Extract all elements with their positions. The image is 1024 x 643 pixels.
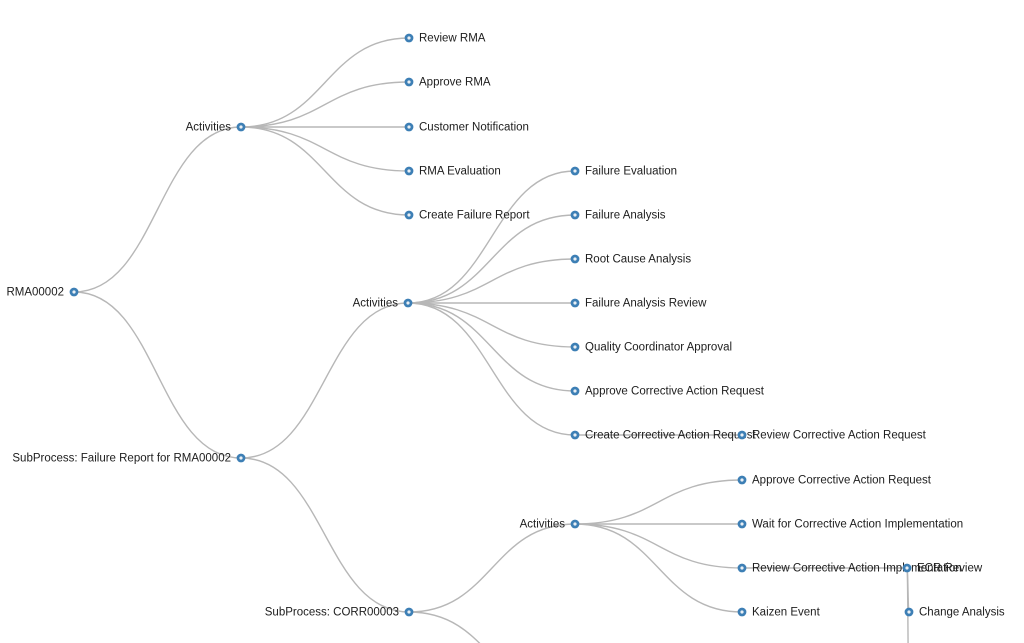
tree-link xyxy=(408,523,576,613)
node-label: Approve Corrective Action Request xyxy=(585,386,765,398)
node-marker-core-icon xyxy=(573,433,577,437)
node-label: Wait for Corrective Action Implementatio… xyxy=(752,519,963,531)
node-label: Kaizen Event xyxy=(752,607,821,619)
tree-node[interactable]: Activities xyxy=(353,298,413,310)
tree-link xyxy=(73,291,242,459)
tree-link xyxy=(906,567,909,643)
node-label: ECR Review xyxy=(917,563,983,575)
tree-node[interactable]: Create Failure Report xyxy=(404,210,531,222)
tree-link xyxy=(240,126,410,216)
tree-link xyxy=(407,170,576,304)
node-marker-core-icon xyxy=(239,125,243,129)
node-label: Approve RMA xyxy=(419,77,491,89)
node-label: Change Analysis xyxy=(919,607,1005,619)
node-marker-core-icon xyxy=(740,566,744,570)
node-label: Activities xyxy=(353,298,399,310)
tree-link xyxy=(574,523,743,613)
tree-link xyxy=(240,302,409,459)
tree-link xyxy=(574,523,743,569)
node-marker-core-icon xyxy=(407,80,411,84)
tree-node[interactable]: Root Cause Analysis xyxy=(570,254,692,266)
node-marker-core-icon xyxy=(407,169,411,173)
tree-link xyxy=(240,126,410,172)
node-marker-core-icon xyxy=(905,566,909,570)
node-marker-core-icon xyxy=(573,213,577,217)
node-label: Activities xyxy=(520,519,566,531)
node-marker-core-icon xyxy=(907,610,911,614)
node-label: Create Corrective Action Request xyxy=(585,430,756,442)
tree-link xyxy=(408,611,481,643)
node-marker-core-icon xyxy=(740,522,744,526)
node-marker-core-icon xyxy=(573,389,577,393)
node-label: Customer Notification xyxy=(419,122,529,134)
tree-node[interactable]: Activities xyxy=(186,122,246,134)
node-label: RMA00002 xyxy=(6,287,64,299)
tree-node[interactable]: Kaizen Event xyxy=(737,607,821,619)
tree-node[interactable]: Change Analysis xyxy=(904,607,1005,619)
tree-node[interactable]: Failure Analysis xyxy=(570,210,666,222)
node-label: Review Corrective Action Request xyxy=(752,430,927,442)
tree-link xyxy=(407,258,576,304)
tree-link xyxy=(407,214,576,304)
node-marker-core-icon xyxy=(573,301,577,305)
tree-node[interactable]: Failure Evaluation xyxy=(570,166,677,178)
tree-node[interactable]: ECR Review xyxy=(902,563,983,575)
tree-node[interactable]: Customer Notification xyxy=(404,122,529,134)
node-label: Quality Coordinator Approval xyxy=(585,342,732,354)
tree-link xyxy=(240,81,410,128)
tree-links-layer xyxy=(73,37,910,643)
tree-link xyxy=(240,37,410,128)
tree-node[interactable]: Create Corrective Action Request xyxy=(570,430,757,442)
node-label: Root Cause Analysis xyxy=(585,254,691,266)
node-marker-core-icon xyxy=(573,522,577,526)
node-marker-core-icon xyxy=(407,610,411,614)
node-marker-core-icon xyxy=(407,125,411,129)
tree-node[interactable]: Review RMA xyxy=(404,33,486,45)
tree-node[interactable]: Quality Coordinator Approval xyxy=(570,342,732,354)
tree-node[interactable]: Approve Corrective Action Request xyxy=(570,386,765,398)
tree-link xyxy=(407,302,576,348)
node-marker-core-icon xyxy=(740,610,744,614)
node-label: Review RMA xyxy=(419,33,486,45)
node-label: SubProcess: Failure Report for RMA00002 xyxy=(12,453,231,465)
tree-node[interactable]: Approve RMA xyxy=(404,77,491,89)
node-marker-core-icon xyxy=(239,456,243,460)
tree-node[interactable]: Wait for Corrective Action Implementatio… xyxy=(737,519,964,531)
tree-link xyxy=(407,302,576,392)
tree-node[interactable]: Approve Corrective Action Request xyxy=(737,475,932,487)
node-marker-core-icon xyxy=(573,257,577,261)
node-label: Create Failure Report xyxy=(419,210,530,222)
tree-node[interactable]: RMA Evaluation xyxy=(404,166,501,178)
node-marker-core-icon xyxy=(406,301,410,305)
tree-node[interactable]: Review Corrective Action Request xyxy=(737,430,927,442)
tree-node[interactable]: SubProcess: CORR00003 xyxy=(265,607,414,619)
tree-node[interactable]: SubProcess: Failure Report for RMA00002 xyxy=(12,453,246,465)
tree-link xyxy=(240,457,410,613)
node-marker-core-icon xyxy=(740,433,744,437)
node-marker-core-icon xyxy=(740,478,744,482)
tree-node[interactable]: Activities xyxy=(520,519,580,531)
node-marker-core-icon xyxy=(573,345,577,349)
node-label: Activities xyxy=(186,122,232,134)
node-label: Failure Analysis Review xyxy=(585,298,707,310)
tree-link xyxy=(407,302,576,436)
node-marker-core-icon xyxy=(72,290,76,294)
node-label: RMA Evaluation xyxy=(419,166,501,178)
tree-node[interactable]: Failure Analysis Review xyxy=(570,298,708,310)
node-label: Failure Analysis xyxy=(585,210,666,222)
node-label: Approve Corrective Action Request xyxy=(752,475,932,487)
node-marker-core-icon xyxy=(573,169,577,173)
tree-link xyxy=(73,126,242,293)
node-label: SubProcess: CORR00003 xyxy=(265,607,399,619)
node-label: Failure Evaluation xyxy=(585,166,677,178)
node-marker-core-icon xyxy=(407,213,411,217)
tree-link xyxy=(574,479,743,525)
tree-node[interactable]: RMA00002 xyxy=(6,287,79,299)
node-marker-core-icon xyxy=(407,36,411,40)
